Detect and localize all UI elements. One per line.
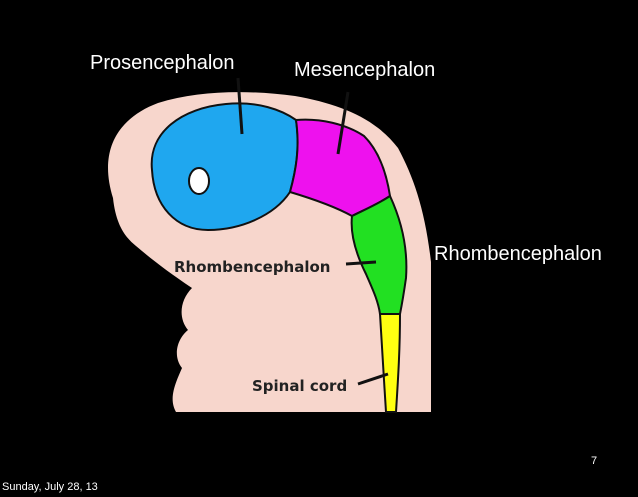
rhombencephalon-region [350, 194, 408, 315]
prosencephalon-pointer-line [236, 77, 244, 135]
prosencephalon-label: Prosencephalon [90, 52, 235, 74]
spinal-cord-label: Spinal cord [252, 377, 347, 395]
slide-date: Sunday, July 28, 13 [2, 481, 98, 493]
optic-vesicle [188, 167, 210, 195]
rhombencephalon-pointer-line [345, 260, 377, 266]
slide-number: 7 [591, 455, 598, 467]
rhombencephalon-inner-label: Rhombencephalon [174, 258, 330, 276]
mesencephalon-pointer-line [336, 91, 350, 155]
mesencephalon-label: Mesencephalon [294, 59, 436, 81]
rhombencephalon-side-label: Rhombencephalon [434, 243, 602, 265]
spinal-cord-pointer-line [357, 372, 389, 386]
spinal-cord-region [378, 313, 402, 413]
